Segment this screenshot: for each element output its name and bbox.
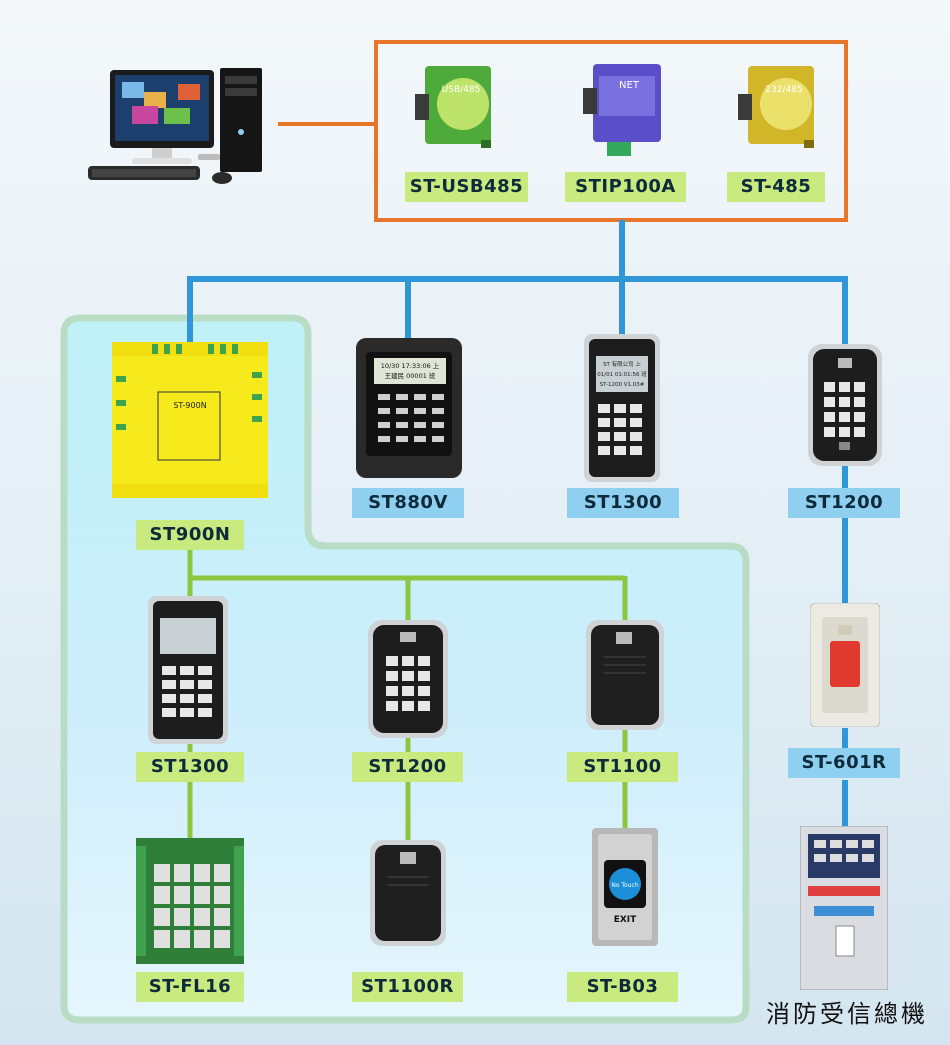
card-reader-icon bbox=[586, 620, 664, 730]
converter-icon: NET bbox=[583, 64, 661, 156]
fire-alarm-panel-icon bbox=[800, 826, 888, 990]
fire-panel-caption: 消防受信總機 bbox=[766, 1000, 928, 1028]
exit-button-icon: No Touch EXIT bbox=[592, 828, 658, 946]
converter-group-frame bbox=[374, 40, 848, 222]
converter-usb-text: USB/485 bbox=[442, 85, 481, 95]
keypad-reader-icon bbox=[808, 344, 882, 466]
label-st-b03: ST-B03 bbox=[567, 972, 678, 1002]
keypad-reader-icon: ST 有限公司 上 01/01 01:01:56 班 ST-1200 V1.03… bbox=[584, 334, 660, 482]
converter-net-text: NET bbox=[619, 80, 640, 91]
label-st601r: ST-601R bbox=[788, 748, 900, 778]
green-links bbox=[187, 550, 628, 845]
card-reader-icon bbox=[370, 840, 446, 946]
label-st900n: ST900N bbox=[136, 520, 244, 550]
exit-text: EXIT bbox=[614, 915, 637, 925]
label-st1300-top: ST1300 bbox=[567, 488, 679, 518]
controller-board-icon: ST-900N bbox=[112, 342, 268, 498]
emergency-button-icon bbox=[810, 603, 880, 727]
label-st-fl16: ST-FL16 bbox=[136, 972, 244, 1002]
relay-board-icon bbox=[136, 838, 244, 964]
keypad-reader-icon: 10/30 17:33:06 上 王建民 00001 班 bbox=[356, 338, 462, 478]
computer-icon bbox=[88, 68, 262, 184]
label-stip100a: STIP100A bbox=[565, 172, 686, 202]
lcd-line3-text: ST-1200 V1.03# bbox=[600, 382, 645, 388]
label-st-485: ST-485 bbox=[727, 172, 825, 202]
lcd-time-text: 10/30 17:33:06 上 bbox=[381, 361, 440, 370]
lcd-line2-text: 01/01 01:01:56 班 bbox=[597, 370, 647, 378]
controller-model-text: ST-900N bbox=[173, 401, 206, 410]
label-st880v: ST880V bbox=[352, 488, 464, 518]
lcd-user-text: 王建民 00001 班 bbox=[385, 371, 436, 380]
converter-icon: USB/485 bbox=[415, 66, 491, 148]
label-st-usb485: ST-USB485 bbox=[405, 172, 528, 202]
lcd-line1-text: ST 有限公司 上 bbox=[603, 360, 641, 368]
no-touch-text: No Touch bbox=[611, 882, 638, 889]
label-st1300-bottom: ST1300 bbox=[136, 752, 244, 782]
converter-232-text: 232/485 bbox=[765, 85, 802, 95]
converter-icon: 232/485 bbox=[738, 66, 814, 148]
label-st1100r: ST1100R bbox=[352, 972, 463, 1002]
label-st1200-top: ST1200 bbox=[788, 488, 900, 518]
keypad-reader-icon bbox=[368, 620, 448, 738]
keypad-reader-icon bbox=[148, 596, 228, 744]
label-st1100: ST1100 bbox=[567, 752, 678, 782]
label-st1200-bottom: ST1200 bbox=[352, 752, 463, 782]
